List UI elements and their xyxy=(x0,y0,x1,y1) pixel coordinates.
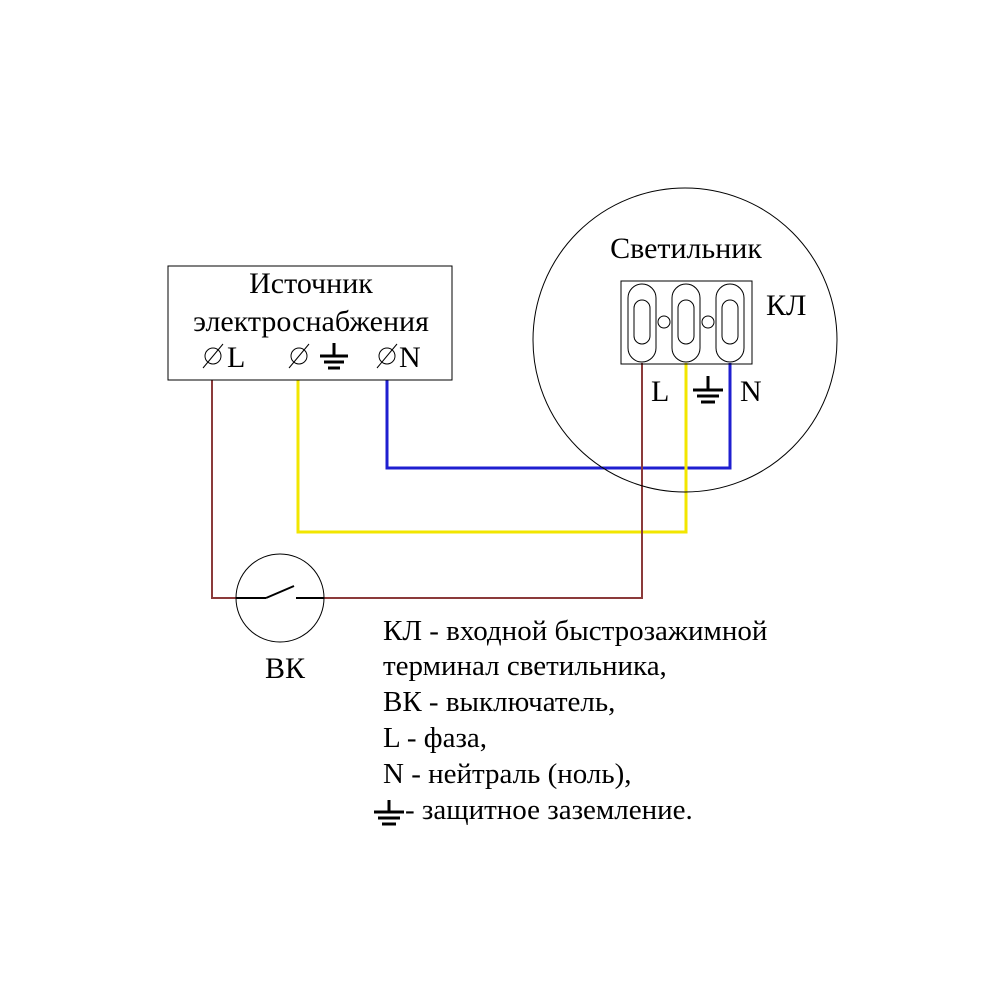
terminal-block-icon xyxy=(620,280,753,365)
ground-icon xyxy=(320,343,348,370)
source-title-line2: электроснабжения xyxy=(193,305,429,338)
luminaire-circle: Светильник КЛ L N xyxy=(532,187,838,493)
source-terminal-l-label: L xyxy=(227,341,245,374)
power-source-box: Источник электроснабжения L N xyxy=(167,265,453,381)
terminal-block-label: КЛ xyxy=(766,289,806,322)
legend-line-5: N - нейтраль (ноль), xyxy=(383,758,632,790)
legend-line-2: терминал светильника, xyxy=(383,650,667,682)
neutral-wire xyxy=(385,363,732,470)
source-terminal-l: L xyxy=(202,341,245,374)
ground-icon xyxy=(693,376,723,404)
legend-line-4: L - фаза, xyxy=(383,722,487,754)
luminaire-title: Светильник xyxy=(610,232,762,265)
terminal-screw-icon xyxy=(378,347,396,365)
earth-wire xyxy=(296,363,688,534)
switch-symbol: ВК xyxy=(235,553,325,685)
switch-contact-icon xyxy=(236,585,324,599)
source-terminal-n-label: N xyxy=(399,341,421,374)
terminal-screw-icon xyxy=(290,347,308,365)
legend-line-6: - защитное заземление. xyxy=(405,794,693,826)
legend-line-1: КЛ - входной быстрозажимной xyxy=(383,615,767,647)
luminaire-terminal-n-label: N xyxy=(740,375,762,408)
luminaire-terminal-l-label: L xyxy=(651,375,669,408)
legend: КЛ - входной быстрозажимной терминал све… xyxy=(374,615,767,826)
terminal-screw-icon xyxy=(204,347,222,365)
source-terminal-earth xyxy=(288,343,348,370)
phase-wire-luminaire-side xyxy=(324,363,643,599)
phase-wire-source-side xyxy=(211,376,236,599)
source-title-line1: Источник xyxy=(249,267,373,300)
legend-line-3: ВК - выключатель, xyxy=(383,686,615,718)
source-terminal-n: N xyxy=(376,341,421,374)
ground-icon xyxy=(374,800,404,826)
switch-label: ВК xyxy=(265,652,306,685)
